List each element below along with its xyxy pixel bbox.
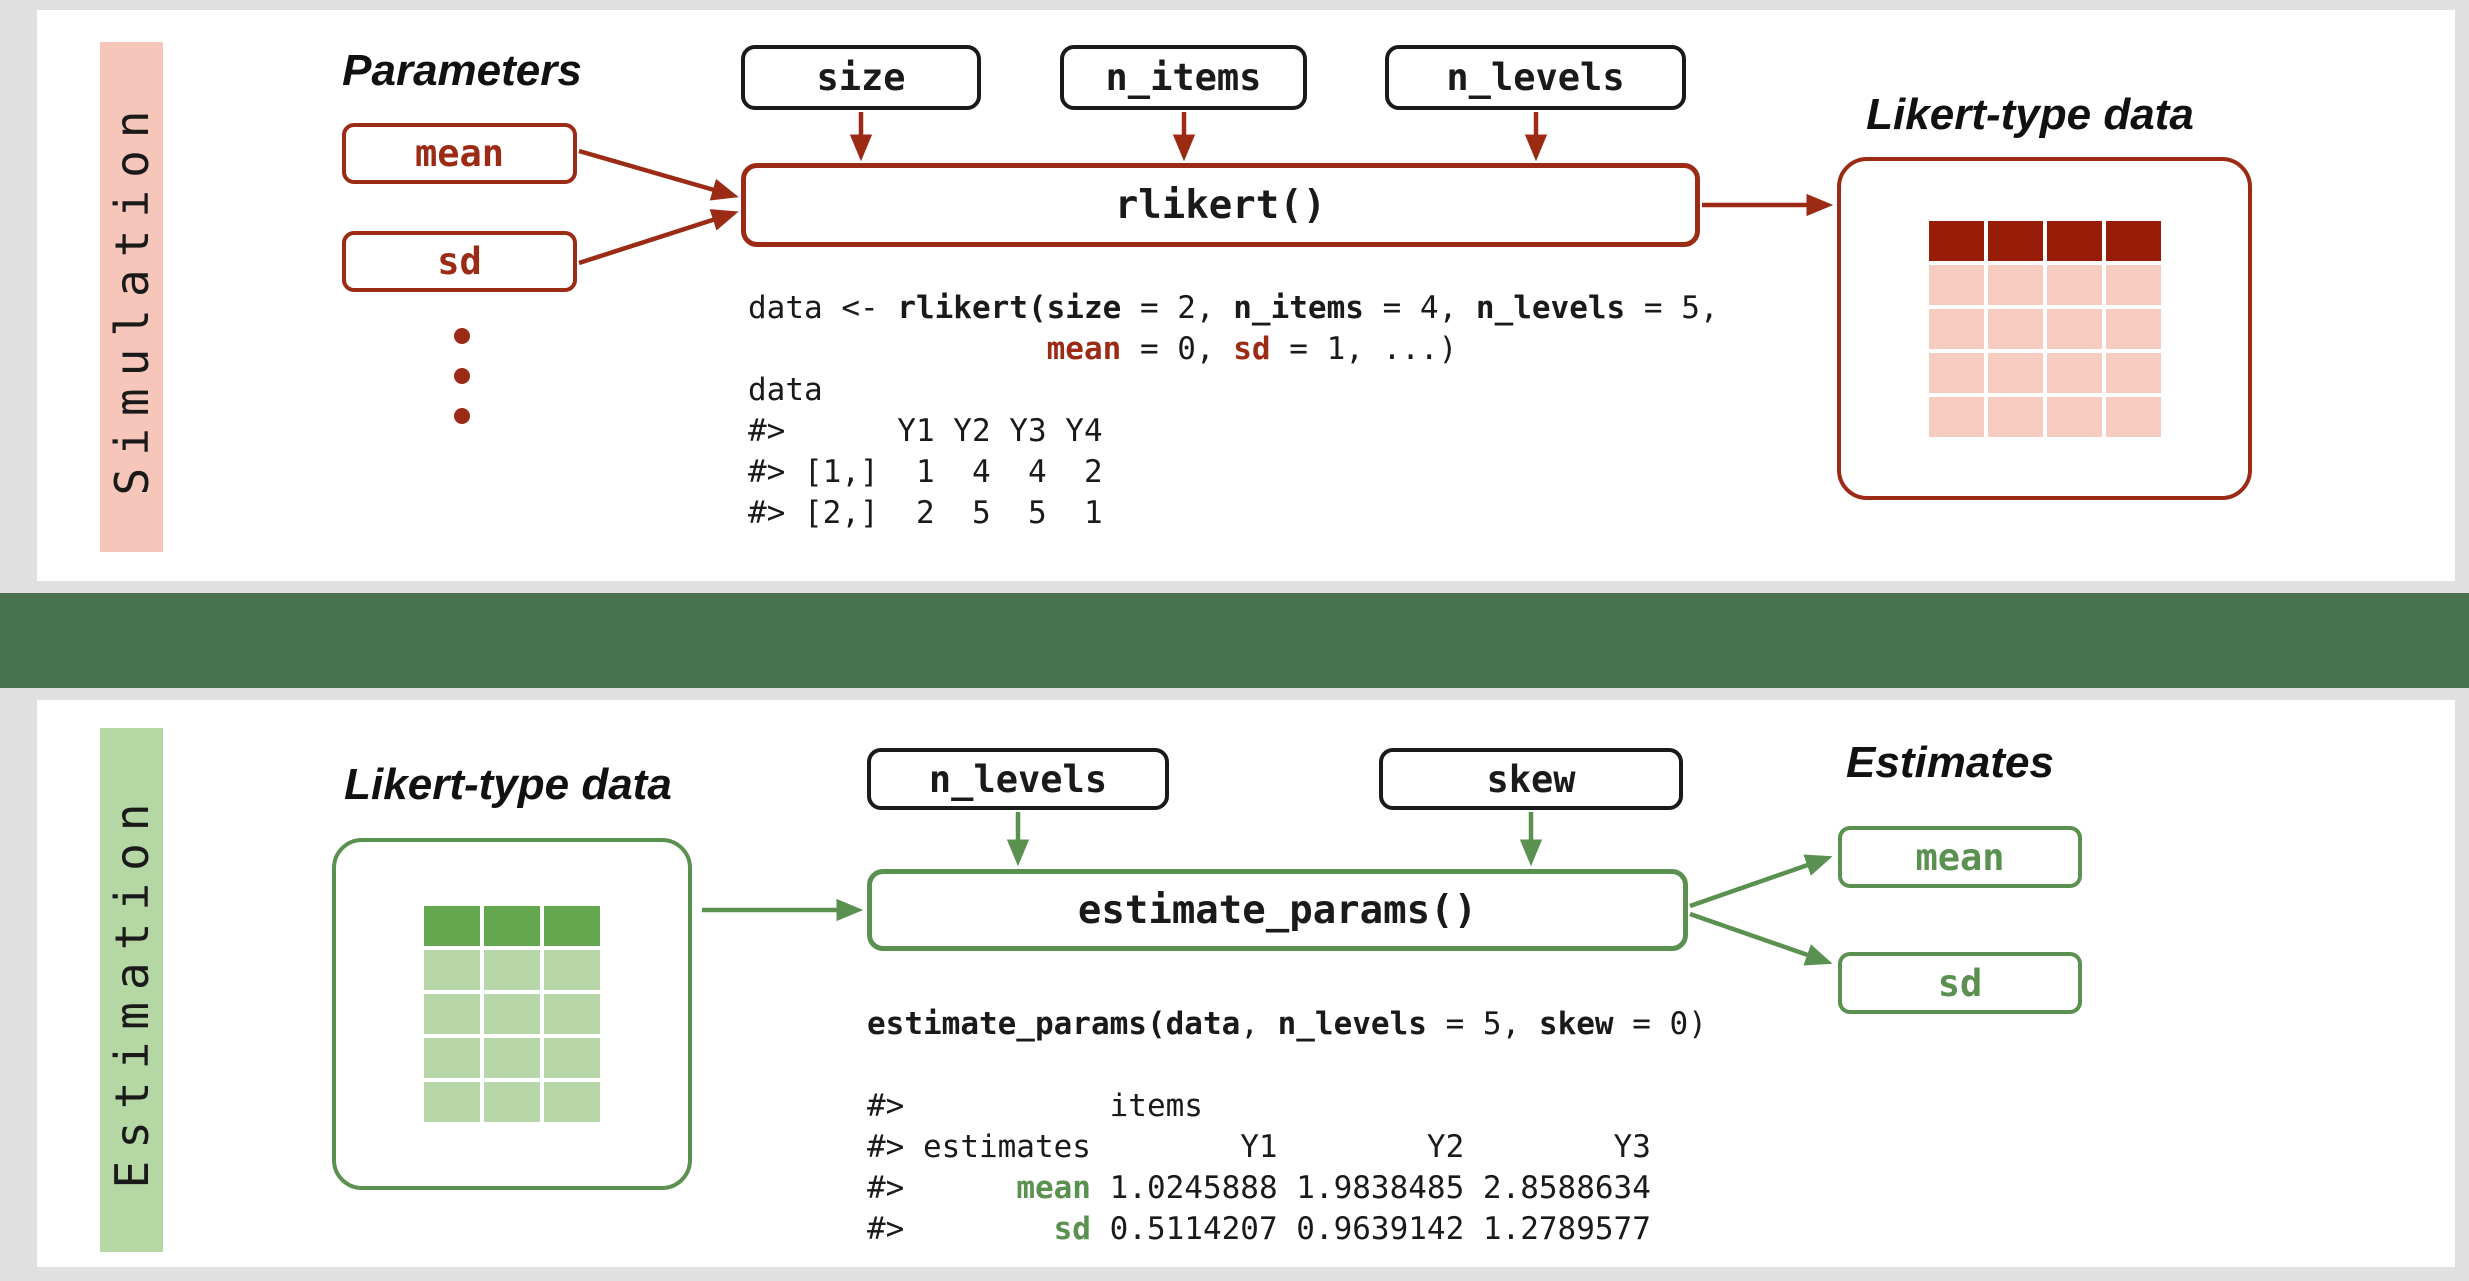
table-cell [544,1082,600,1122]
table-cell [424,950,480,990]
parameters-title: Parameters [342,46,582,95]
likert-data-table-green [424,906,600,1122]
rlikert-function-label: rlikert() [1114,182,1327,228]
ellipsis-dot [454,368,470,384]
table-header-cell [2046,220,2102,261]
ellipsis-dot [454,328,470,344]
section-divider-band [0,593,2469,688]
sd-parameter-label: sd [437,240,482,283]
estimation-section-strip: Estimation [100,728,163,1252]
mean-estimate-box: mean [1838,826,2082,888]
table-cell [2046,264,2102,305]
size-argument-box: size [741,45,981,110]
table-cell [2105,308,2161,349]
n-items-argument-box: n_items [1060,45,1307,110]
code-line [867,1045,1707,1086]
code-line: mean = 0, sd = 1, ...) [1046,331,1458,367]
table-header-cell [484,906,540,946]
table-header-cell [1987,220,2043,261]
n-levels-argument-box-estimation: n_levels [867,748,1169,810]
estimation-code-block: estimate_params(data, n_levels = 5, skew… [867,1004,1707,1250]
mean-parameter-box: mean [342,123,577,184]
n-levels-argument-label: n_levels [1446,56,1625,99]
n-items-argument-label: n_items [1105,56,1262,99]
table-header-cell [1928,220,1984,261]
table-cell [2105,396,2161,437]
n-levels-argument-box: n_levels [1385,45,1686,110]
code-line: #> estimates Y1 Y2 Y3 [867,1129,1651,1165]
estimates-title: Estimates [1846,738,2054,787]
mean-parameter-label: mean [414,132,505,175]
code-line: data [748,372,823,408]
code-line: #> sd 0.5114207 0.9639142 1.2789577 [867,1211,1651,1247]
mean-estimate-label: mean [1915,835,2005,879]
simulation-section-strip: Simulation [100,42,163,552]
ellipsis-dot [454,408,470,424]
table-cell [424,1082,480,1122]
table-cell [544,994,600,1034]
table-cell [1928,396,1984,437]
estimation-section-label: Estimation [104,791,159,1189]
table-cell [424,994,480,1034]
likert-data-box-bottom [332,838,692,1190]
table-cell [1987,352,2043,393]
table-cell [544,950,600,990]
sd-parameter-box: sd [342,231,577,292]
table-header-cell [2105,220,2161,261]
table-cell [1987,264,2043,305]
table-cell [1987,396,2043,437]
n-levels-estimation-label: n_levels [928,757,1108,801]
code-line: #> Y1 Y2 Y3 Y4 [748,413,1103,449]
table-cell [2105,352,2161,393]
code-line: #> [1,] 1 4 4 2 [748,454,1103,490]
code-line: #> [2,] 2 5 5 1 [748,495,1103,531]
table-cell [1928,352,1984,393]
table-cell [544,1038,600,1078]
table-cell [484,1038,540,1078]
code-line: #> items [867,1088,1203,1124]
table-cell [2046,352,2102,393]
skew-argument-label: skew [1486,757,1576,801]
table-cell [2105,264,2161,305]
likert-data-table-red [1928,220,2161,437]
simulation-section-label: Simulation [104,98,159,496]
code-line: #> mean 1.0245888 1.9838485 2.8588634 [867,1170,1651,1206]
table-cell [1928,308,1984,349]
table-header-cell [424,906,480,946]
table-cell [1987,308,2043,349]
estimate-params-function-box: estimate_params() [867,869,1688,951]
size-argument-label: size [816,56,906,99]
table-header-cell [544,906,600,946]
table-cell [2046,308,2102,349]
table-cell [2046,396,2102,437]
likert-data-title-bottom: Likert-type data [344,760,672,809]
code-line: data <- rlikert(size = 2, n_items = 4, n… [748,290,1719,326]
table-cell [424,1038,480,1078]
likert-data-title-top: Likert-type data [1866,90,2194,139]
table-cell [484,1082,540,1122]
likert-data-box-top [1837,157,2252,500]
simulation-code-block: data <- rlikert(size = 2, n_items = 4, n… [748,288,1719,534]
code-line: estimate_params(data, n_levels = 5, skew… [867,1006,1707,1042]
table-cell [484,950,540,990]
sd-estimate-label: sd [1937,961,1983,1005]
sd-estimate-box: sd [1838,952,2082,1014]
rlikert-function-box: rlikert() [741,163,1700,247]
table-cell [1928,264,1984,305]
estimate-params-function-label: estimate_params() [1077,887,1478,933]
skew-argument-box: skew [1379,748,1683,810]
table-cell [484,994,540,1034]
